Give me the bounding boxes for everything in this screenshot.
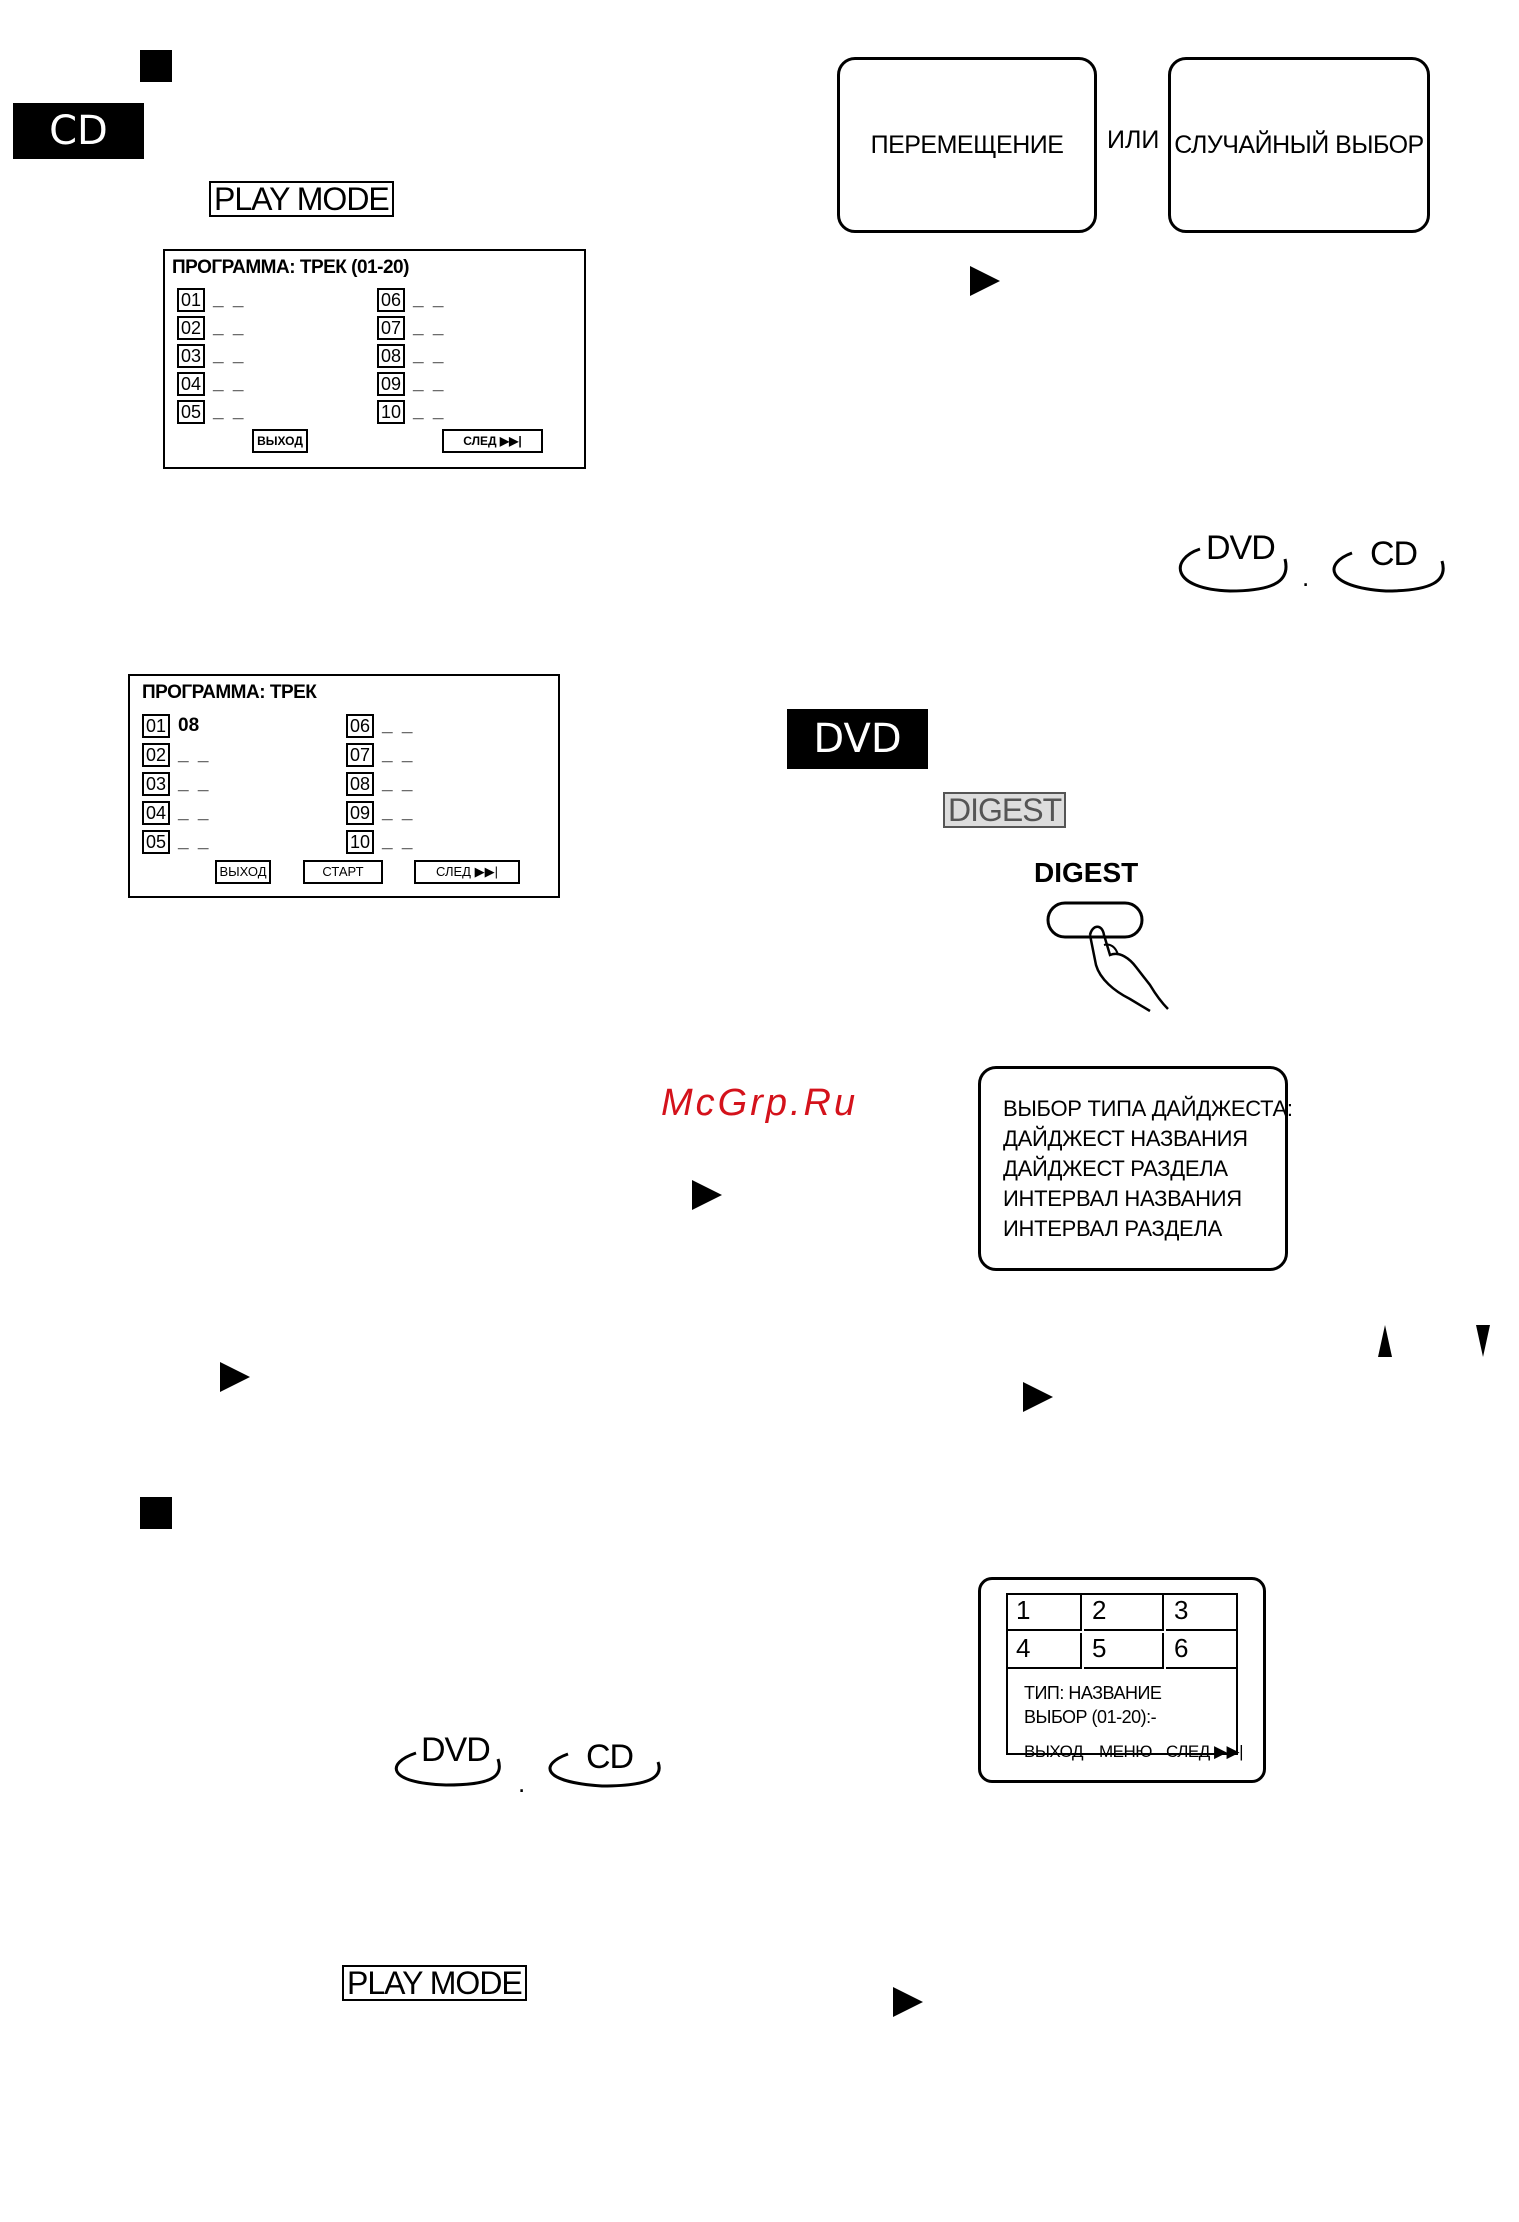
list-item: 10_ _ <box>377 400 445 424</box>
grid-cell: 3 <box>1166 1595 1236 1631</box>
down-arrow-icon <box>1476 1325 1490 1357</box>
list-item: 10_ _ <box>346 830 414 854</box>
program-screen-1: ПРОГРАММА: ТРЕК (01-20) 01_ _ 02_ _ 03_ … <box>163 249 586 469</box>
cd-disc-icon: CD <box>540 1738 665 1800</box>
play-mode-button-label: PLAY MODE <box>342 1965 527 2001</box>
section-marker-square <box>140 1497 172 1529</box>
select-line: ВЫБОР (01-20):- <box>1024 1707 1157 1727</box>
separator-dot: . <box>518 1768 526 1798</box>
play-mode-button-label: PLAY MODE <box>209 181 394 217</box>
exit-button: ВЫХОД <box>215 860 271 884</box>
next-button: СЛЕД ▶▶| <box>414 860 520 884</box>
list-item: ИНТЕРВАЛ НАЗВАНИЯ <box>1003 1185 1242 1211</box>
list-item: 07_ _ <box>377 316 445 340</box>
grid-cell: 5 <box>1084 1633 1164 1669</box>
digest-menu-title: ВЫБОР ТИПА ДАЙДЖЕСТА: <box>1003 1095 1293 1121</box>
list-item: 07_ _ <box>346 743 414 767</box>
section-marker-square <box>140 50 172 82</box>
separator-dot: . <box>1302 562 1310 592</box>
or-label: ИЛИ <box>1107 126 1160 154</box>
digest-caption: DIGEST <box>1034 857 1139 888</box>
exit-button: ВЫХОД <box>1024 1742 1084 1761</box>
next-button: СЛЕД ▶▶| <box>442 429 543 453</box>
list-item: 02_ _ <box>142 743 210 767</box>
shuffle-box: ПЕРЕМЕЩЕНИЕ <box>837 57 1097 233</box>
list-item: ДАЙДЖЕСТ РАЗДЕЛА <box>1003 1155 1228 1181</box>
digest-button-hand-icon <box>1040 895 1170 1015</box>
play-arrow-icon <box>220 1362 250 1392</box>
digest-button-label: DIGEST <box>943 792 1067 828</box>
cd-mode-tag: CD <box>13 103 144 159</box>
type-line: ТИП: НАЗВАНИЕ <box>1024 1683 1162 1703</box>
grid-cell: 6 <box>1166 1633 1236 1669</box>
list-item: 01_ _ <box>177 288 245 312</box>
exit-button: ВЫХОД <box>252 429 308 453</box>
list-item: 04_ _ <box>177 372 245 396</box>
next-button: СЛЕД ▶▶| <box>1166 1742 1244 1761</box>
menu-button: МЕНЮ <box>1099 1742 1152 1761</box>
list-item: 02_ _ <box>177 316 245 340</box>
play-arrow-icon <box>1023 1382 1053 1412</box>
list-item: 04_ _ <box>142 801 210 825</box>
watermark: McGrp.Ru <box>661 1082 859 1124</box>
cd-disc-icon: CD <box>1324 535 1448 599</box>
grid-cell: 2 <box>1084 1595 1164 1631</box>
list-item: 05_ _ <box>177 400 245 424</box>
list-item: 08_ _ <box>346 772 414 796</box>
digest-grid-screen: 1 2 3 4 5 6 ТИП: НАЗВАНИЕ ВЫБОР (01-20):… <box>978 1577 1266 1783</box>
dvd-disc-icon: DVD <box>1170 527 1292 597</box>
list-item: 09_ _ <box>377 372 445 396</box>
start-button: СТАРТ <box>303 860 383 884</box>
list-item: 06_ _ <box>377 288 445 312</box>
thumbnail-grid: 1 2 3 4 5 6 ТИП: НАЗВАНИЕ ВЫБОР (01-20):… <box>1006 1593 1238 1755</box>
list-item: 06_ _ <box>346 714 414 738</box>
list-item: ИНТЕРВАЛ РАЗДЕЛА <box>1003 1215 1222 1241</box>
track-value: 08 <box>178 715 200 736</box>
program-screen-1-title: ПРОГРАММА: ТРЕК (01-20) <box>172 257 409 278</box>
list-item: 03_ _ <box>142 772 210 796</box>
list-item: 03_ _ <box>177 344 245 368</box>
list-item: 09_ _ <box>346 801 414 825</box>
up-arrow-icon <box>1378 1325 1392 1357</box>
dvd-mode-tag: DVD <box>787 709 928 769</box>
list-item: 08_ _ <box>377 344 445 368</box>
grid-cell: 1 <box>1008 1595 1082 1631</box>
grid-cell: 4 <box>1008 1633 1082 1669</box>
list-item: 05_ _ <box>142 830 210 854</box>
program-screen-2-title: ПРОГРАММА: ТРЕК <box>142 682 317 703</box>
list-item: ДАЙДЖЕСТ НАЗВАНИЯ <box>1003 1125 1248 1151</box>
play-arrow-icon <box>970 266 1000 296</box>
random-box: СЛУЧАЙНЫЙ ВЫБОР <box>1168 57 1430 233</box>
digest-type-menu: ВЫБОР ТИПА ДАЙДЖЕСТА: ДАЙДЖЕСТ НАЗВАНИЯ … <box>978 1066 1293 1271</box>
play-arrow-icon <box>893 1987 923 2017</box>
play-arrow-icon <box>692 1180 722 1210</box>
dvd-disc-icon: DVD <box>386 1731 508 1795</box>
